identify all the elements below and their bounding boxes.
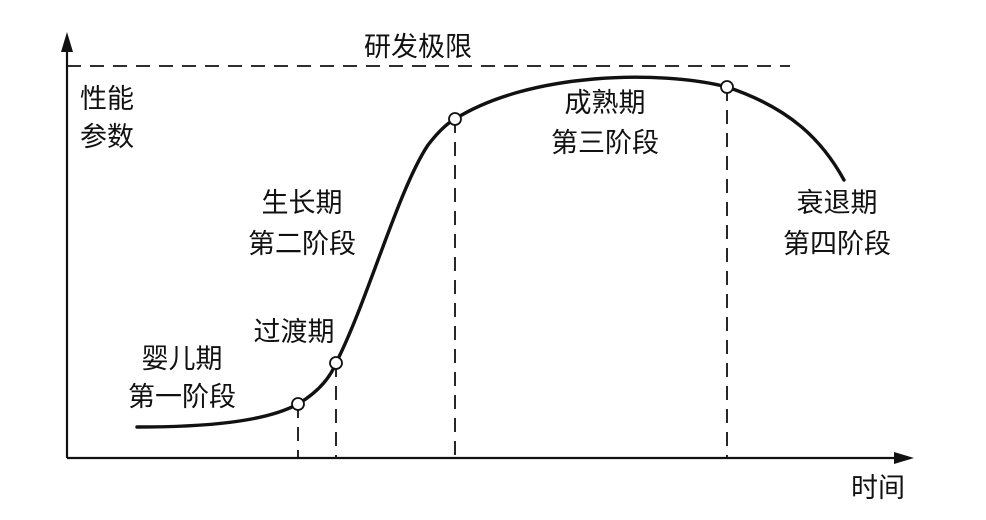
stage-maturity-phase: 第三阶段	[551, 128, 659, 159]
node-decline-start	[720, 80, 734, 94]
y-axis-arrowhead	[61, 32, 73, 52]
stage-growth-name: 生长期	[262, 188, 343, 219]
x-axis-label: 时间	[851, 473, 905, 504]
stage-maturity-name: 成熟期	[565, 88, 646, 119]
stage-decline-name: 衰退期	[797, 188, 878, 219]
x-axis-arrowhead	[894, 452, 914, 464]
stage-infancy-phase: 第一阶段	[128, 382, 236, 413]
stage-decline-phase: 第四阶段	[783, 229, 891, 260]
rd-limit-label: 研发极限	[364, 32, 472, 63]
performance-s-curve	[135, 75, 846, 429]
y-axis-label-line2: 参数	[80, 122, 134, 153]
stage-transition-name: 过渡期	[254, 317, 335, 348]
node-maturity-start	[448, 112, 462, 126]
stage-growth-phase: 第二阶段	[248, 229, 356, 260]
y-axis-label-line1: 性能	[80, 84, 134, 115]
node-growth-start	[329, 356, 343, 370]
stage-infancy-name: 婴儿期	[142, 344, 223, 375]
node-transition-start	[291, 397, 305, 411]
